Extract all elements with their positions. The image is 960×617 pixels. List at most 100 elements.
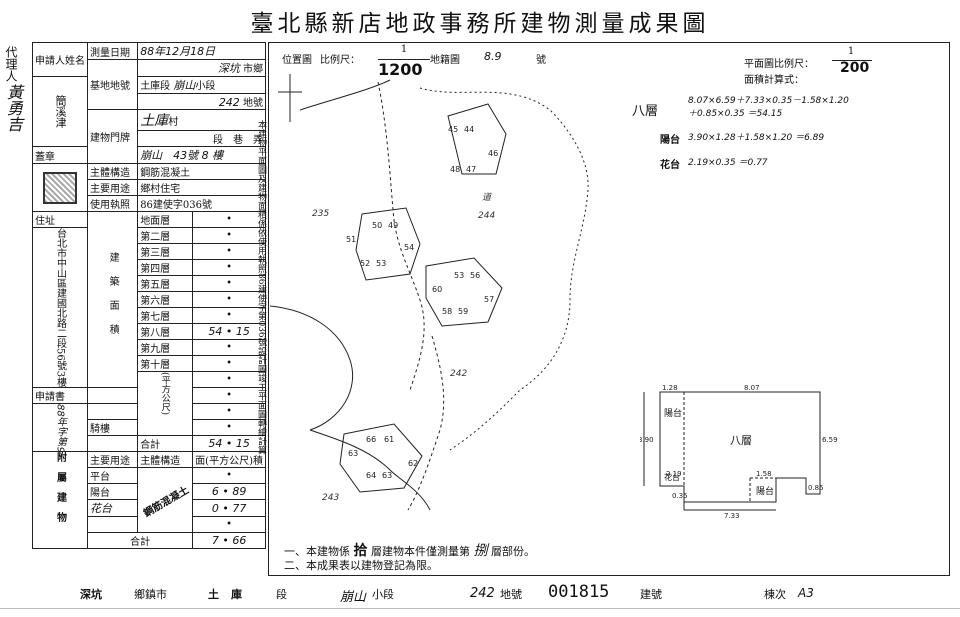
use-value: 鄉村住宅 — [137, 179, 266, 196]
road-boundary — [377, 81, 425, 391]
attach-header-area: 面(平方公尺)積 — [192, 451, 266, 468]
extra-value: • — [192, 403, 266, 420]
seal-stamp — [43, 171, 77, 204]
plan-dim: 3.90 — [640, 436, 654, 444]
river-line — [270, 305, 354, 431]
attach-area: 6 • 89 — [192, 483, 266, 500]
attach-header-struct: 主體構造 — [137, 451, 194, 468]
fraction-bar — [378, 59, 430, 60]
survey-date-value: 88年12月18日 — [137, 42, 266, 60]
room-flower: 花台 — [664, 472, 680, 482]
footer-section-suffix: 段 — [276, 588, 287, 601]
survey-date-label: 測量日期 — [86, 42, 139, 60]
location-label: 位置圖 — [282, 55, 312, 66]
unit-label: 45 — [448, 125, 458, 134]
attach-use: 平台 — [86, 467, 139, 484]
attach-total-label: 合計 — [86, 532, 194, 549]
unit-label: (平方公尺) — [137, 371, 194, 436]
apply-no: 88年字第9623號 — [32, 403, 88, 452]
total-value: 54 • 15 — [192, 435, 266, 452]
floor-value: • — [192, 243, 266, 260]
cadastral-no: 8.9 — [484, 50, 502, 63]
calc-floor-label: 八層 — [632, 104, 659, 119]
plan-scale-label: 平面圖比例尺： — [744, 59, 814, 70]
room-balcony: 陽台 — [756, 485, 774, 497]
agent-label: 代理人 — [4, 46, 18, 82]
floor-label: 第九層 — [137, 339, 194, 356]
map-handwriting: 道 — [482, 192, 493, 203]
note-1-prefix: 一、本建物係 — [284, 545, 350, 558]
stamp-label: 蓋章 — [32, 146, 88, 164]
unit-label: 56 — [470, 271, 480, 280]
middle-note: 本建物平面圖及建物面積係依使用執照86建使字第036號設計圖竣工平面圖轉繪計算 — [256, 120, 266, 455]
unit-label: 52 — [360, 259, 370, 268]
floor-label: 第七層 — [137, 307, 194, 324]
plan-scale-den: 200 — [840, 60, 870, 76]
unit-label: 57 — [484, 295, 494, 304]
floor-value: • — [192, 339, 266, 356]
location-scale-den: 1200 — [378, 60, 423, 79]
floor-label: 地面層 — [137, 211, 194, 228]
plan-dim: 6.59 — [822, 436, 838, 444]
unit-label: 49 — [388, 221, 398, 230]
base-section-label: 土庫段 — [140, 81, 171, 92]
address-label: 住址 — [32, 211, 88, 228]
footer-county-suffix: 鄉鎮市 — [134, 588, 167, 601]
unit-label: 50 — [372, 221, 382, 230]
unit-label: 63 — [348, 449, 358, 458]
permit-label: 使用執照 — [86, 195, 139, 212]
map-handwriting: 242 — [450, 369, 467, 379]
balcony-label: 騎樓 — [86, 419, 139, 436]
floor-plan-drawing: 1.28 8.07 3.90 6.59 1.58 0.85 0.35 7.33 … — [640, 384, 838, 520]
floor-label: 第二層 — [137, 227, 194, 244]
cadastral-suffix: 號 — [536, 55, 546, 66]
attach-label: 附屬建物 — [32, 451, 88, 549]
floor-value: • — [192, 291, 266, 308]
unit-label: 66 — [366, 435, 376, 444]
calc-flower: 2.19×0.35 ＝0.77 — [688, 158, 768, 168]
location-map-drawing: 45 44 46 48 47 50 49 51 54 52 53 53 56 6… — [270, 74, 589, 511]
floor-value: • — [192, 275, 266, 292]
attach-total-value: 7 • 66 — [192, 532, 266, 549]
attach-use: 花台 — [86, 499, 139, 517]
total-label: 合計 — [137, 435, 194, 452]
footer-lot-suffix: 地號 — [500, 588, 522, 601]
road-line — [299, 79, 391, 111]
calc-flower-label: 花台 — [660, 160, 680, 171]
area-calc-label: 面積計算式： — [744, 75, 804, 86]
floor-value: • — [192, 355, 266, 372]
location-scale-num: 1 — [400, 44, 408, 55]
base-lot: 242 — [218, 96, 240, 109]
base-lot-suffix: 地號 — [243, 98, 263, 109]
attach-header-use: 主要用途 — [86, 451, 139, 468]
attach-area: • — [192, 516, 266, 533]
floor-value: • — [192, 211, 266, 228]
plan-dim: 1.58 — [756, 470, 772, 478]
floor-label: 第三層 — [137, 243, 194, 260]
door-village: 土庫 — [140, 113, 169, 129]
footer-building-suffix: 建號 — [640, 588, 662, 601]
parcel-boundary — [419, 87, 589, 451]
floor-label: 第八層 — [137, 323, 194, 340]
plan-dim: 1.28 — [662, 384, 678, 392]
base-city-suffix: 市鄉 — [243, 64, 263, 75]
calc-line1: 8.07×6.59＋7.33×0.35－1.58×1.20 — [688, 96, 849, 106]
door-village-suffix: 村 — [168, 117, 179, 128]
plan-dim: 2.19 — [666, 470, 682, 478]
floor-value: • — [192, 307, 266, 324]
unit-label: 44 — [464, 125, 474, 134]
balcony-value: • — [192, 419, 266, 436]
room-label: 八層 — [730, 434, 752, 447]
unit-label: 61 — [384, 435, 394, 444]
door-road-label: 段 巷 弄 — [137, 130, 266, 147]
use-label: 主要用途 — [86, 179, 139, 196]
plan-dim: 0.85 — [808, 484, 824, 492]
calc-balcony: 3.90×1.28＋1.58×1.20 ＝6.89 — [688, 133, 825, 143]
note-1-hw: 捌 — [473, 543, 488, 559]
map-handwriting: 243 — [322, 493, 339, 503]
floor-value: • — [192, 259, 266, 276]
floor-value: • — [192, 227, 266, 244]
footer-lot: 242 — [470, 586, 495, 601]
applicant-name: 簡溪津 — [32, 76, 88, 147]
note-1-suffix: 層部份。 — [491, 545, 535, 558]
